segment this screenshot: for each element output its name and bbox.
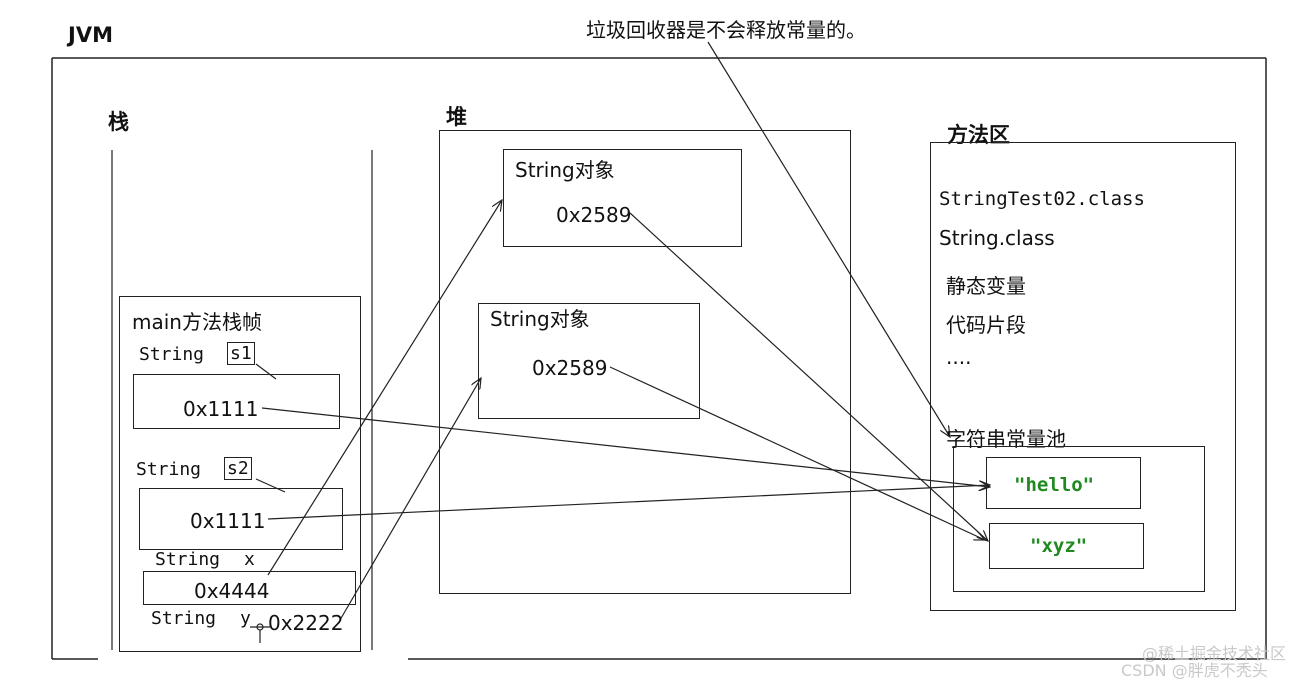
var-s1-value: 0x1111 xyxy=(183,397,259,421)
stack-label: 栈 xyxy=(108,110,129,134)
var-y-name: y xyxy=(240,608,251,629)
var-y-value: 0x2222 xyxy=(268,611,344,635)
var-x-value: 0x4444 xyxy=(194,579,270,603)
pool-entry-hello-box xyxy=(986,457,1141,509)
gc-annotation: 垃圾回收器是不会释放常量的。 xyxy=(586,18,866,42)
heap-label: 堆 xyxy=(446,105,467,129)
method-item-stringtest02-class: StringTest02.class xyxy=(939,188,1145,210)
heap-area xyxy=(439,130,851,594)
var-s1-name: s1 xyxy=(227,342,255,365)
pool-entry-hello: "hello" xyxy=(1014,474,1095,496)
method-item-ellipsis: .... xyxy=(946,345,972,369)
var-s2-value: 0x1111 xyxy=(190,509,266,533)
heap-object-2-label: String对象 xyxy=(490,307,590,331)
jvm-label: JVM xyxy=(68,23,113,47)
method-area-label: 方法区 xyxy=(947,123,1010,147)
var-x-value-box xyxy=(143,571,356,605)
heap-object-1-value: 0x2589 xyxy=(556,203,632,227)
var-s2-name: s2 xyxy=(224,457,252,480)
string-pool-label: 字符串常量池 xyxy=(946,427,1066,451)
heap-object-1-label: String对象 xyxy=(515,158,615,182)
var-y-type: String xyxy=(151,608,217,629)
var-x-type: String xyxy=(155,549,221,570)
method-item-string-class: String.class xyxy=(939,226,1055,250)
method-area xyxy=(930,142,1236,611)
pool-entry-xyz: "xyz" xyxy=(1030,535,1088,557)
heap-object-2 xyxy=(478,303,700,419)
var-x-name: x xyxy=(244,549,255,570)
pool-entry-xyz-box xyxy=(989,523,1144,569)
method-item-static-vars: 静态变量 xyxy=(946,274,1026,298)
string-constant-pool xyxy=(953,446,1205,592)
var-s2-type: String xyxy=(136,459,202,480)
var-s1-type: String xyxy=(139,344,205,365)
var-s1-value-box xyxy=(133,374,340,429)
heap-object-2-value: 0x2589 xyxy=(532,356,608,380)
var-s2-value-box xyxy=(139,488,343,550)
heap-object-1 xyxy=(503,149,742,247)
main-stack-frame xyxy=(119,296,361,652)
watermark-line1: @稀土掘金技术社区 xyxy=(1142,644,1287,663)
stack-frame-label: main方法栈帧 xyxy=(132,310,262,334)
method-item-code-segment: 代码片段 xyxy=(946,313,1026,337)
watermark-line2: CSDN @胖虎不秃头 xyxy=(1121,661,1268,680)
